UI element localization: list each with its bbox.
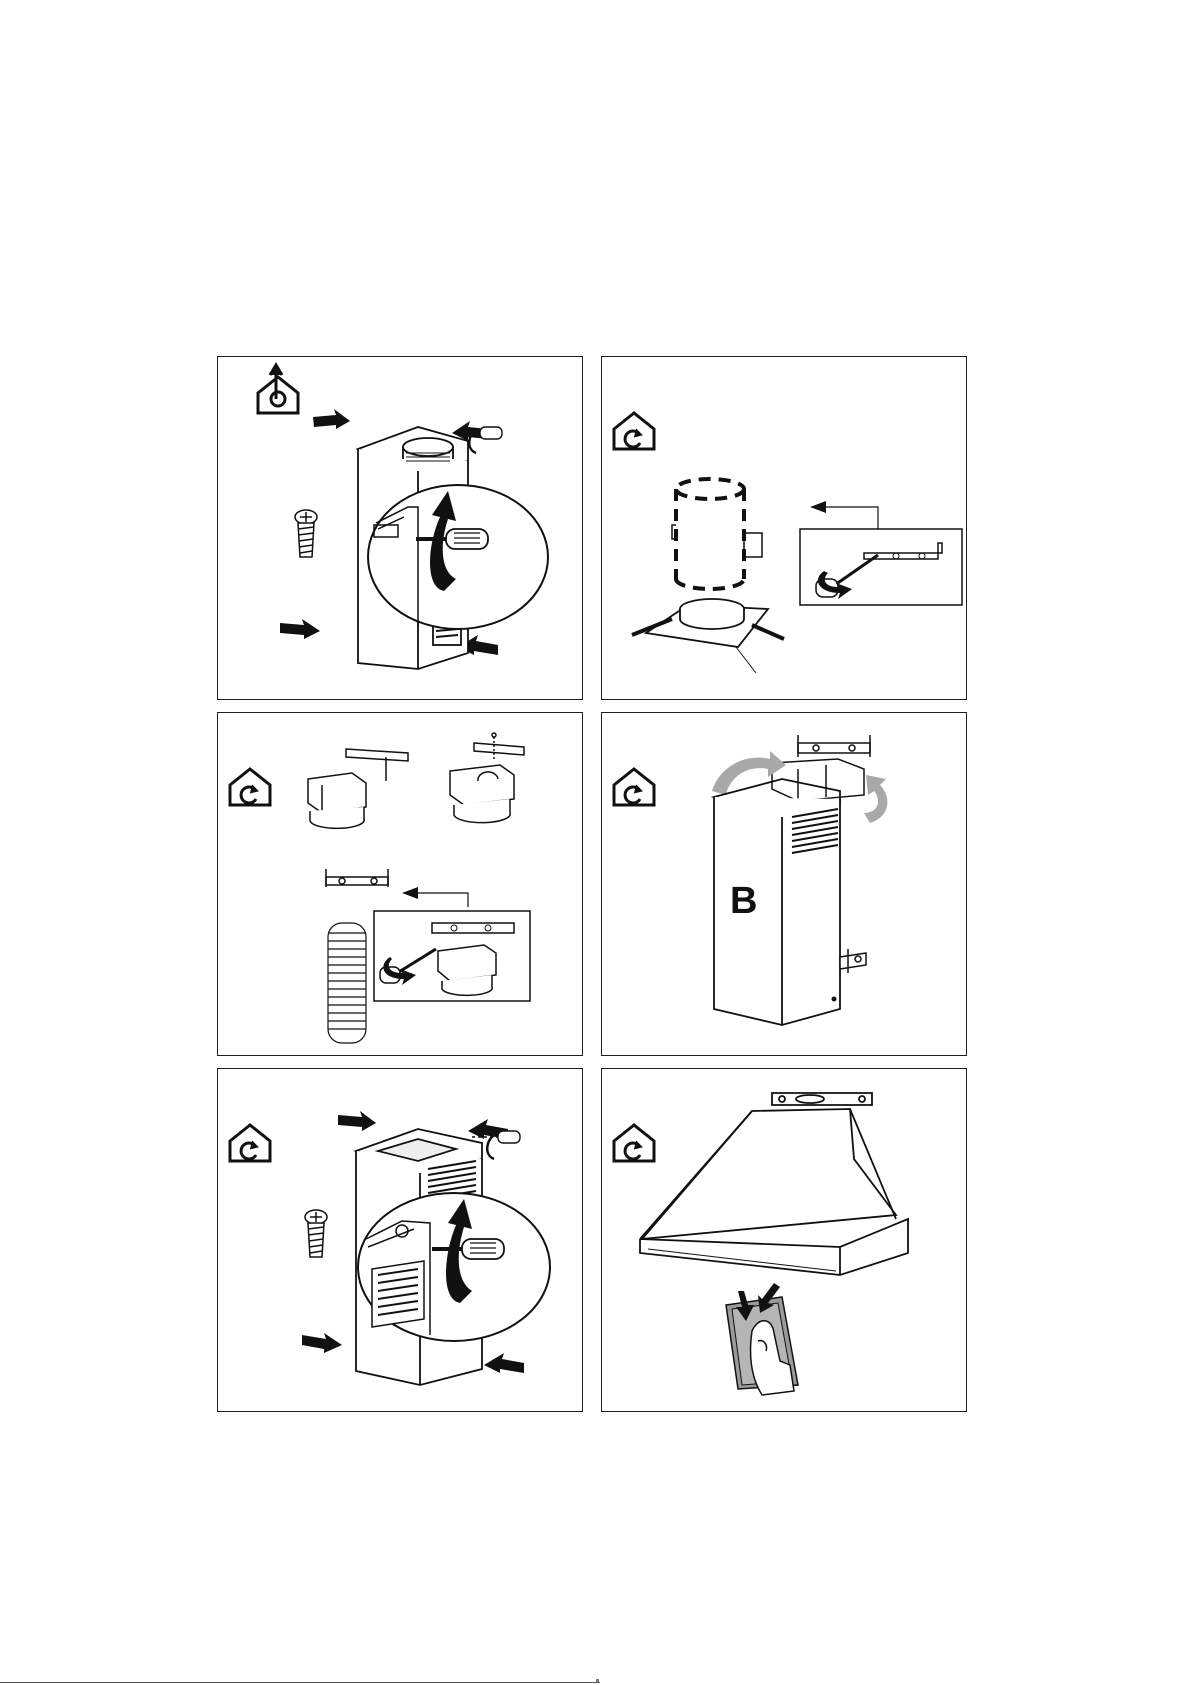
ducted-exhaust-icon [258,365,298,413]
recirculation-icon [614,413,654,449]
panel-2-illustration [602,357,967,700]
panel-6 [601,1068,967,1412]
footer-mark [596,1679,599,1682]
deflector-right [450,733,524,823]
top-bracket [798,735,870,757]
recirculation-icon [230,1125,270,1161]
recirculation-icon [230,769,270,805]
detail-box [800,529,962,605]
screw-icon [305,1210,327,1257]
ceiling-plate [632,599,784,673]
panel-5-illustration [218,1069,583,1412]
screw-icon [295,510,317,557]
bottom-bracket [840,949,866,973]
recirculation-icon [614,769,654,805]
cooker-hood [640,1093,908,1275]
panel-3-illustration [218,713,583,1056]
panel-1 [217,356,583,700]
panel-5 [217,1068,583,1412]
panel-2 [601,356,967,700]
panel-3 [217,712,583,1056]
duct-outline-dashed [676,479,744,589]
panel-4-illustration: B [602,713,967,1056]
detail-zoom-circle [358,1193,550,1341]
footer-rule [0,1682,600,1683]
section-label-b: B [730,880,757,922]
deflector-left [308,749,408,828]
panel-4: B [601,712,967,1056]
recirculation-icon [614,1125,654,1161]
detail-zoom-circle [368,485,548,629]
panel-6-illustration [602,1069,967,1412]
panel-1-illustration [218,357,583,700]
detail-box [374,911,530,1001]
flexible-duct [328,923,366,1043]
bracket [326,869,388,887]
